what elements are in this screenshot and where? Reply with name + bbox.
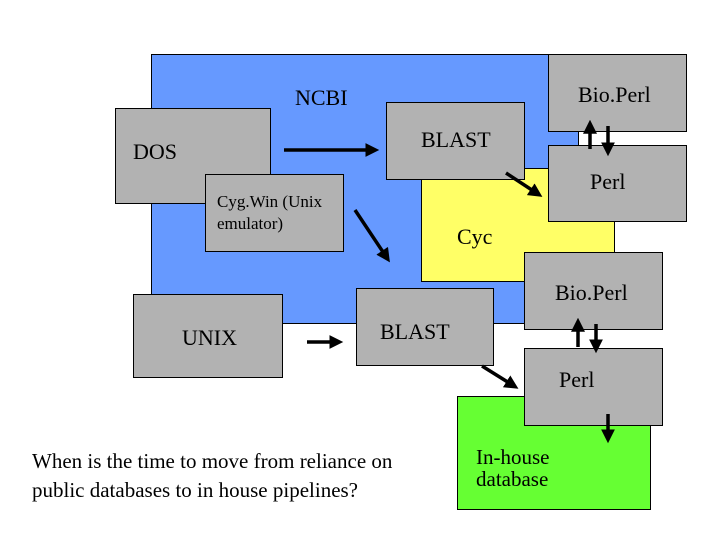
cygwin-box [205, 174, 344, 252]
blast-bottom-label: BLAST [380, 319, 450, 344]
ncbi-label: NCBI [295, 85, 348, 110]
dos-label: DOS [133, 139, 178, 164]
bioperl-top-box [548, 54, 687, 132]
bioperl-top-label: Bio.Perl [578, 82, 651, 107]
unix-label: UNIX [182, 325, 237, 350]
arrow-blast-to-perl [505, 171, 543, 197]
perl-bottom-label: Perl [559, 367, 595, 392]
blast-top-box [386, 102, 525, 180]
arrow-blast-to-inhouse [481, 364, 519, 389]
question-text: When is the time to move from reliance o… [32, 449, 393, 502]
unix-box [133, 294, 283, 378]
cyc-label: Cyc [457, 224, 493, 249]
inhouse-label: In-house database [476, 445, 550, 491]
perl-top-box [548, 145, 687, 222]
cygwin-label: Cyg.Win (Unix emulator) [217, 192, 323, 233]
blast-top-label: BLAST [421, 127, 491, 152]
blast-bottom-box [356, 288, 494, 366]
arrow-cygwin-to-blast [353, 209, 390, 263]
bioperl-bottom-label: Bio.Perl [555, 280, 628, 305]
perl-top-label: Perl [590, 169, 626, 194]
bioperl-bottom-box [524, 252, 663, 330]
